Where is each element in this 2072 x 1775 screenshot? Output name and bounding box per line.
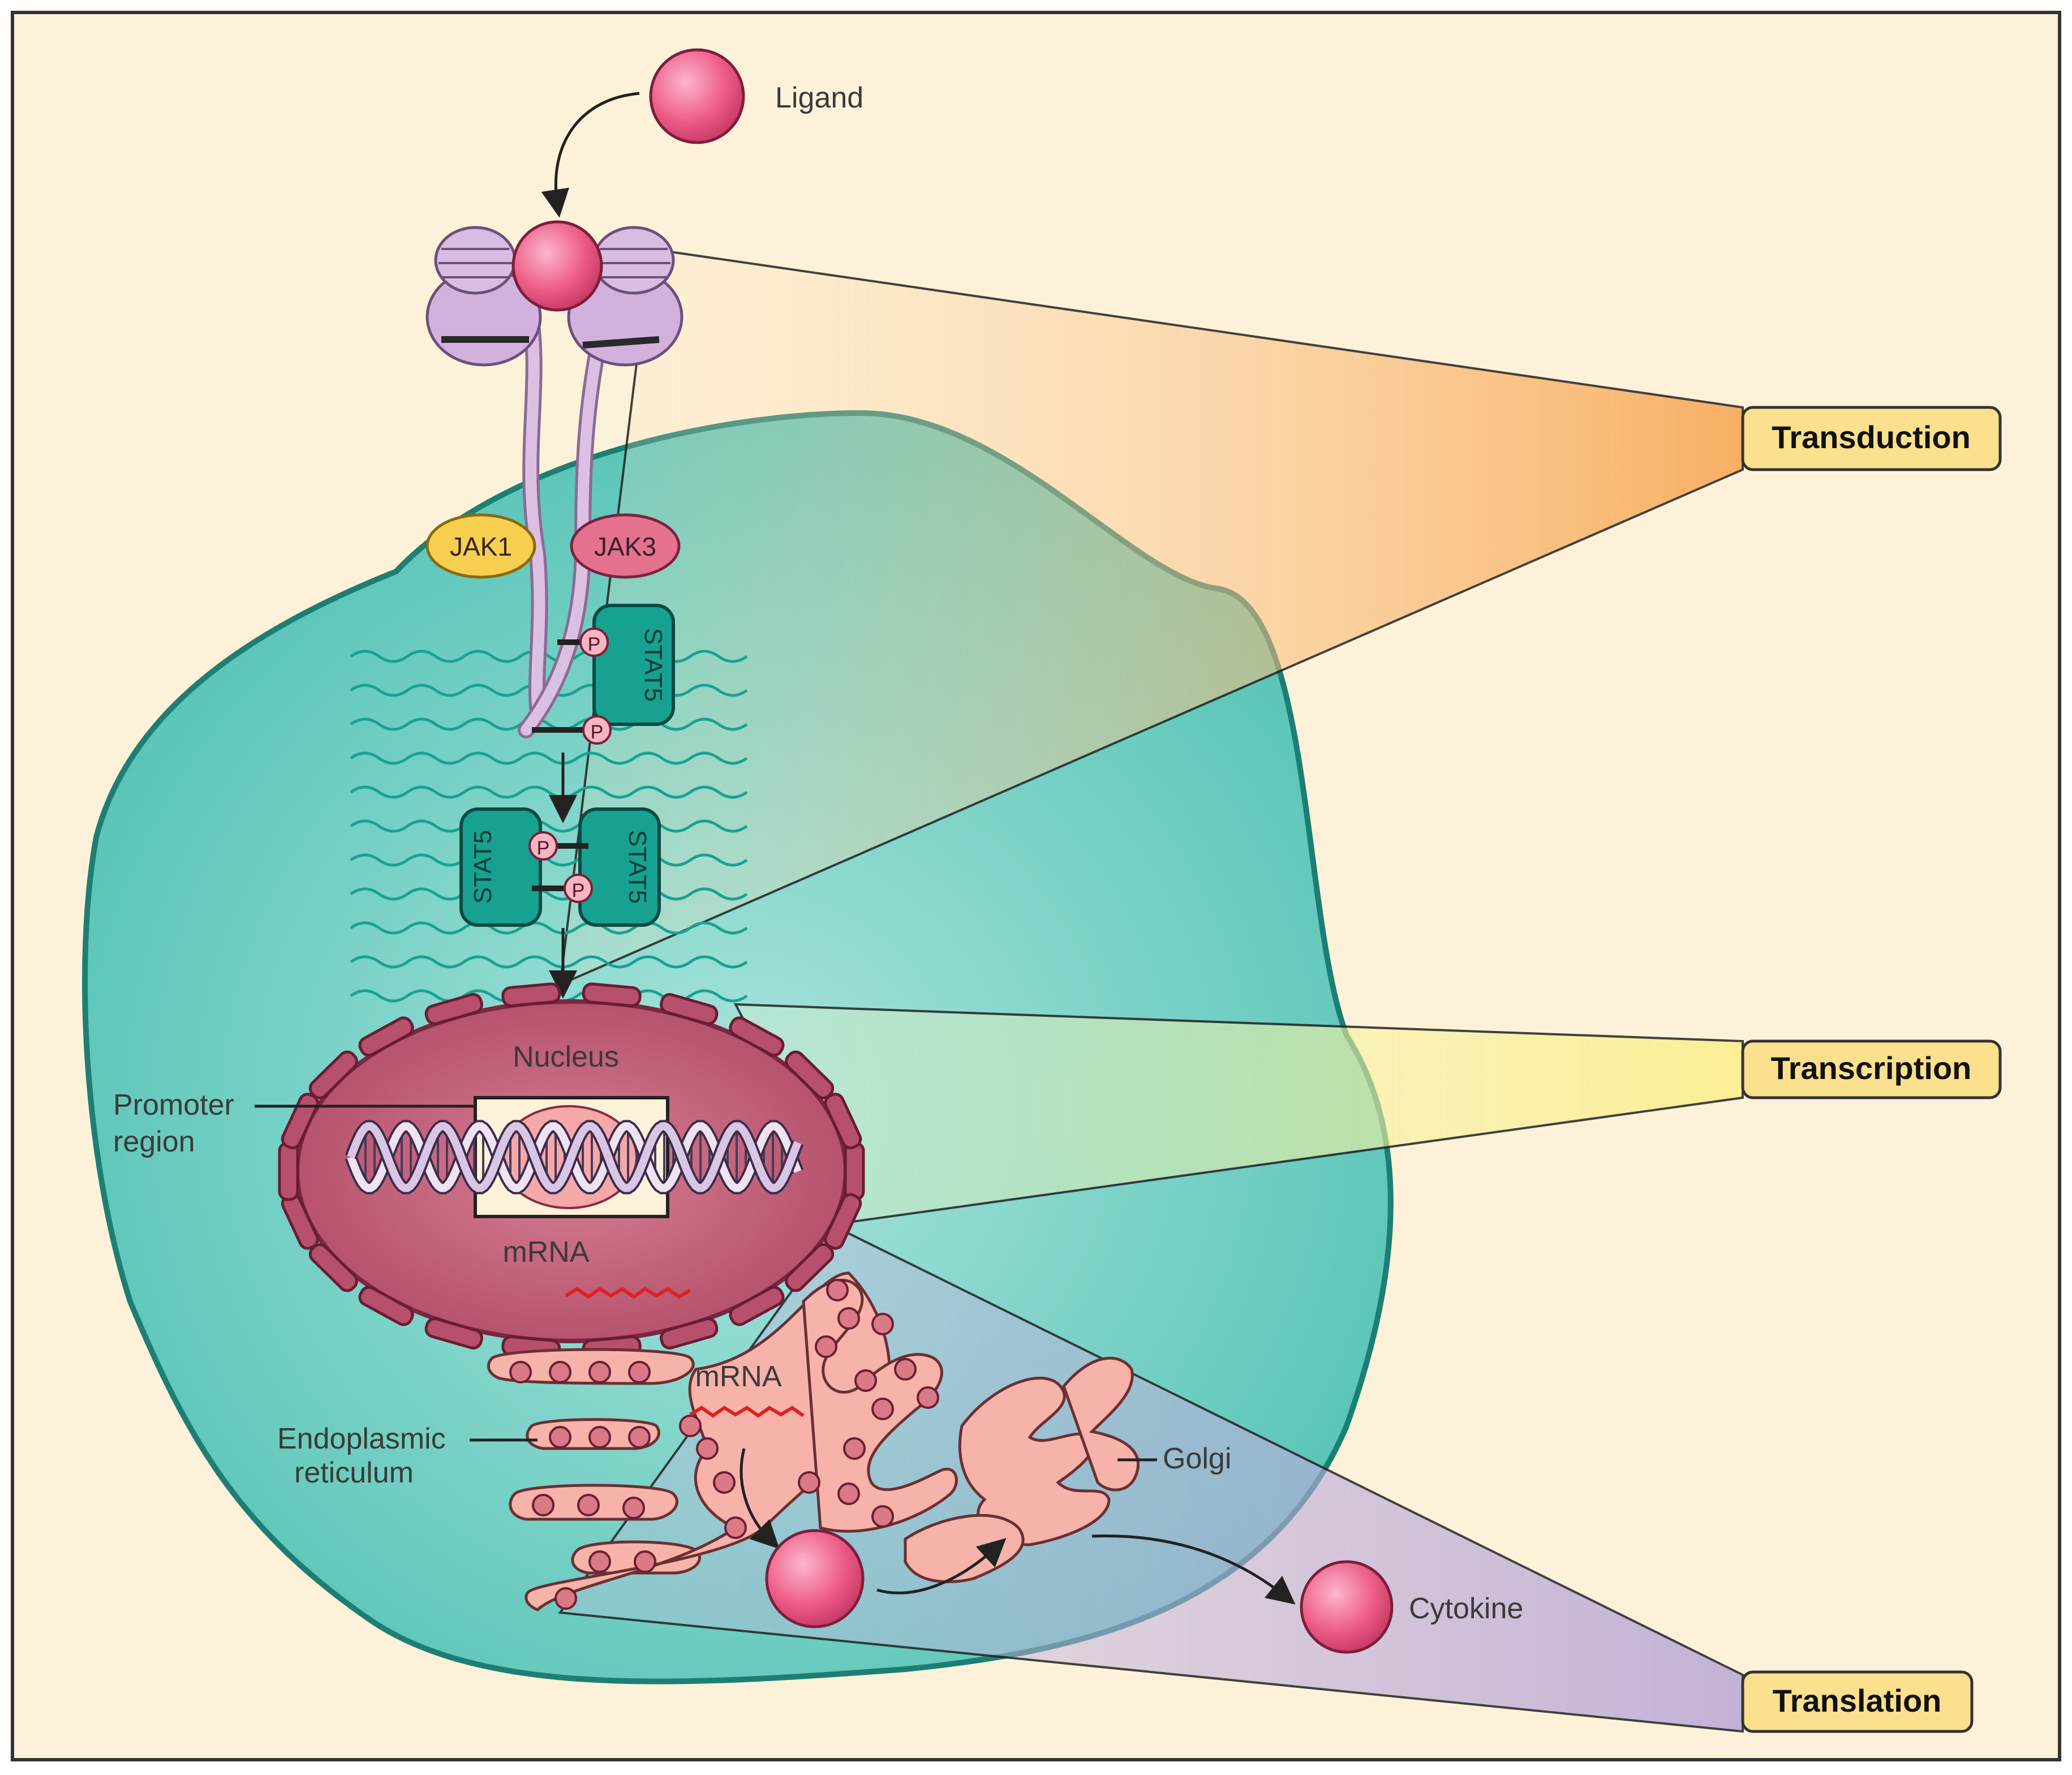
er-label-line1: Endoplasmic xyxy=(277,1422,446,1455)
ribosome xyxy=(713,1471,736,1494)
mrna-nucleus-label: mRNA xyxy=(502,1236,589,1269)
ribosome xyxy=(634,1550,656,1573)
nuclear-pore-segment xyxy=(824,1193,862,1250)
stat5-label: STAT5 xyxy=(639,628,667,702)
nuclear-pore-segment xyxy=(824,1093,862,1150)
ligand-label: Ligand xyxy=(775,81,863,114)
ribosome xyxy=(549,1361,571,1383)
nuclear-pore-segment xyxy=(785,1243,835,1292)
nuclear-pore-segment xyxy=(844,1141,865,1201)
jak1-protein xyxy=(425,513,536,579)
phosphate-label: P xyxy=(591,721,604,743)
ribosome xyxy=(588,1550,611,1573)
nuclear-pore-segment xyxy=(424,1317,483,1349)
transduction-box xyxy=(1741,406,2002,471)
ribosome xyxy=(588,1361,611,1383)
ribosome xyxy=(798,1471,820,1494)
ribosome xyxy=(577,1494,600,1516)
ribosome xyxy=(588,1426,611,1449)
ligand-arrow xyxy=(541,92,640,218)
translated-protein xyxy=(765,1529,865,1628)
stat5-dimer-right xyxy=(578,807,661,927)
golgi-transport-arrow xyxy=(876,1538,1007,1595)
ribosome xyxy=(622,1497,645,1519)
nuclear-pore-segment xyxy=(660,1317,719,1349)
jak1-label: JAK1 xyxy=(450,532,512,561)
ribosome xyxy=(871,1505,894,1528)
ribosome xyxy=(837,1307,860,1330)
nuclear-pore-segment xyxy=(278,1141,299,1201)
jak3-label: JAK3 xyxy=(594,532,656,561)
ribosome xyxy=(554,1587,577,1610)
phosphate-group xyxy=(528,831,558,861)
dna-helix xyxy=(345,1120,804,1194)
phosphate-label: P xyxy=(588,634,601,655)
nuclear-pore-segment xyxy=(281,1093,319,1150)
phosphate-group xyxy=(579,628,609,657)
mrna-nucleus-strand xyxy=(565,1287,691,1299)
ribosome xyxy=(724,1516,747,1539)
ribosome xyxy=(509,1361,532,1383)
phosphate-label: P xyxy=(537,837,550,859)
nuclear-pore-segment xyxy=(729,1016,785,1057)
stat5-label: STAT5 xyxy=(469,830,497,904)
ribosome xyxy=(894,1358,917,1381)
cytoplasm-waves xyxy=(350,650,748,1003)
golgi-label: Golgi xyxy=(1163,1442,1231,1475)
nuclear-pore-segment xyxy=(358,1286,414,1326)
transduction-label: Transduction xyxy=(1772,419,1971,455)
ribosome xyxy=(696,1437,719,1460)
transcription-label: Transcription xyxy=(1771,1050,1972,1086)
mrna-cytoplasm-strand xyxy=(689,1406,805,1418)
ribosome xyxy=(826,1279,849,1301)
promoter-label-line1: Promoter xyxy=(113,1089,234,1121)
ribosome xyxy=(679,1415,702,1437)
ribosome xyxy=(549,1426,571,1449)
bound-ligand xyxy=(511,220,603,312)
ribosome xyxy=(837,1482,860,1505)
nuclear-pore-segment xyxy=(660,993,719,1025)
ribosome xyxy=(815,1335,837,1358)
ribosome xyxy=(628,1361,651,1383)
stat5-monomer xyxy=(592,604,675,726)
cytokine-label: Cytokine xyxy=(1409,1592,1523,1625)
transcription-box xyxy=(1741,1039,2002,1099)
ribosome xyxy=(843,1437,866,1460)
nuclear-pore-segment xyxy=(358,1016,414,1057)
phosphate-group xyxy=(582,715,612,745)
mrna-cytoplasm-label: mRNA xyxy=(695,1360,781,1393)
nuclear-pore-segment xyxy=(308,1050,358,1099)
translation-box xyxy=(1741,1670,1974,1733)
translation-label: Translation xyxy=(1773,1683,1942,1718)
ribosomes xyxy=(509,1279,939,1610)
stat5-dimer-left xyxy=(459,807,542,927)
nucleus-label: Nucleus xyxy=(513,1041,619,1073)
ribosome xyxy=(917,1386,939,1409)
ribosome xyxy=(628,1426,651,1449)
stat5-label: STAT5 xyxy=(624,830,651,904)
ribosome xyxy=(871,1398,894,1420)
ribosome xyxy=(854,1369,877,1392)
secretion-arrow xyxy=(1091,1535,1296,1605)
phosphate-group xyxy=(564,874,593,903)
jak3-protein xyxy=(570,513,681,579)
promoter-label-line2: region xyxy=(113,1125,195,1158)
cytokine-molecule xyxy=(1300,1560,1394,1654)
nuclear-pore-segment xyxy=(501,982,561,1007)
nuclear-pore-segment xyxy=(582,982,642,1007)
ligand-molecule xyxy=(649,48,745,144)
er-label-line2: reticulum xyxy=(294,1456,414,1489)
nuclear-pore-segment xyxy=(424,993,483,1025)
nuclear-pore-segment xyxy=(729,1286,785,1326)
translation-arrow xyxy=(740,1448,780,1549)
phosphate-label: P xyxy=(572,880,585,901)
dna-strand xyxy=(347,1122,802,1192)
ribosome xyxy=(871,1313,894,1335)
ribosome xyxy=(532,1494,554,1516)
